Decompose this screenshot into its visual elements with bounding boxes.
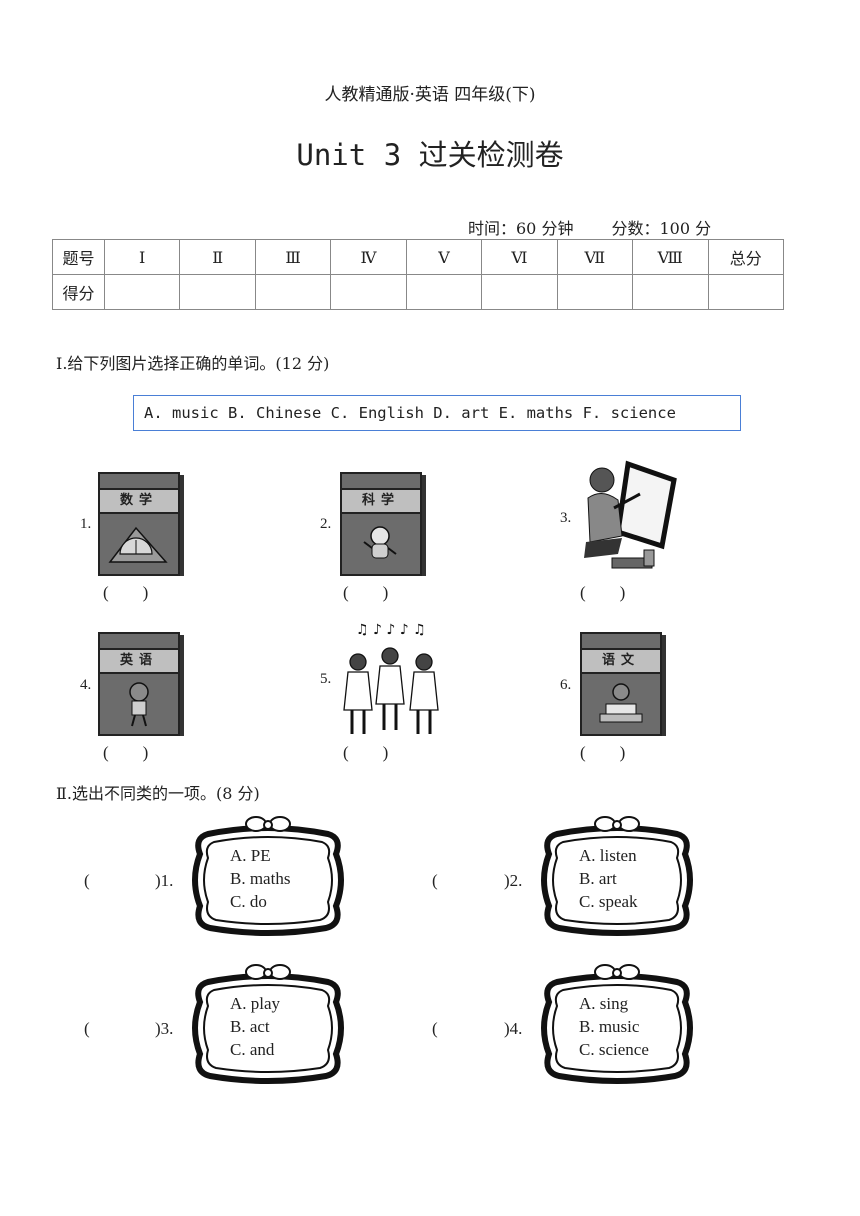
score-table-cell: 题号 bbox=[52, 239, 105, 275]
option-list: A. listen B. art C. speak bbox=[579, 844, 638, 913]
score-table-cell: Ⅶ bbox=[556, 239, 634, 275]
answer-blank[interactable]: ( ) bbox=[103, 743, 149, 762]
singing-girls-icon: ♫ ♪ ♪ ♪ ♫ bbox=[343, 622, 439, 734]
score-table-header-row: 题号 Ⅰ Ⅱ Ⅲ Ⅳ Ⅴ Ⅵ Ⅶ Ⅷ 总分 bbox=[52, 239, 784, 275]
option-list: A. PE B. maths C. do bbox=[230, 844, 290, 913]
option-frame: A. listen B. art C. speak bbox=[535, 814, 699, 944]
option-c: C. speak bbox=[579, 892, 638, 911]
question-number: )1. bbox=[155, 871, 174, 890]
science-book-image: 科学 bbox=[340, 472, 426, 578]
exam-meta: 时间：60 分钟 分数：100 分 bbox=[468, 215, 711, 239]
question-number: )3. bbox=[155, 1019, 174, 1038]
book-label: 英语 bbox=[100, 648, 178, 674]
score-input-cell[interactable] bbox=[481, 274, 558, 310]
option-a: A. play bbox=[230, 994, 281, 1013]
option-list: A. play B. act C. and bbox=[230, 992, 280, 1061]
chinese-book-image: 语文 bbox=[580, 632, 666, 738]
section-2-title: Ⅱ.选出不同类的一项。(8 分) bbox=[56, 784, 260, 803]
section-1-title: Ⅰ.给下列图片选择正确的单词。(12 分) bbox=[56, 354, 330, 373]
svg-text:♫ ♪ ♪ ♪ ♫: ♫ ♪ ♪ ♪ ♫ bbox=[356, 622, 426, 638]
option-c: C. science bbox=[579, 1040, 649, 1059]
score-table-cell: Ⅱ bbox=[179, 239, 256, 275]
option-frame: A. play B. act C. and bbox=[186, 962, 350, 1092]
book-label: 语文 bbox=[582, 648, 660, 674]
score-input-cell[interactable] bbox=[103, 274, 181, 310]
page-subtitle: 人教精通版·英语 四年级(下) bbox=[324, 85, 536, 105]
score-input-cell[interactable] bbox=[330, 274, 407, 310]
time-limit: 时间：60 分钟 bbox=[468, 219, 574, 238]
ornate-frame-icon bbox=[541, 816, 693, 936]
score-table-cell: 得分 bbox=[52, 274, 105, 310]
option-c: C. do bbox=[230, 892, 267, 911]
score-table-cell: Ⅷ bbox=[632, 239, 709, 275]
option-list: A. sing B. music C. science bbox=[579, 992, 649, 1061]
painter-icon bbox=[584, 460, 677, 569]
option-b: B. act bbox=[230, 1017, 270, 1036]
score-input-cell[interactable] bbox=[179, 274, 256, 310]
answer-blank[interactable]: ( ) bbox=[103, 583, 149, 602]
answer-blank[interactable]: ( bbox=[432, 1019, 438, 1038]
score-table-cell: Ⅳ bbox=[330, 239, 407, 275]
boy-icon bbox=[129, 682, 149, 727]
page-title: Unit 3 过关检测卷 bbox=[296, 138, 564, 172]
score-table-cell: Ⅵ bbox=[481, 239, 558, 275]
score-table: 题号 Ⅰ Ⅱ Ⅲ Ⅳ Ⅴ Ⅵ Ⅶ Ⅷ 总分 得分 bbox=[52, 239, 784, 310]
maths-book-image: 数学 bbox=[98, 472, 184, 578]
astronaut-icon bbox=[363, 526, 397, 559]
option-b: B. art bbox=[579, 869, 617, 888]
answer-blank[interactable]: ( ) bbox=[343, 583, 389, 602]
option-b: B. maths bbox=[230, 869, 291, 888]
ornate-frame-icon bbox=[541, 964, 693, 1084]
option-frame: A. PE B. maths C. do bbox=[186, 814, 350, 944]
answer-blank[interactable]: ( ) bbox=[580, 583, 626, 602]
option-a: A. listen bbox=[579, 846, 637, 865]
option-a: A. PE bbox=[230, 846, 271, 865]
score-input-cell[interactable] bbox=[254, 274, 332, 310]
book-label: 数学 bbox=[100, 488, 178, 514]
item-number: 4. bbox=[80, 677, 92, 693]
item-number: 6. bbox=[560, 677, 572, 693]
question-number: )2. bbox=[504, 871, 523, 890]
answer-blank[interactable]: ( ) bbox=[343, 743, 389, 762]
option-c: C. and bbox=[230, 1040, 275, 1059]
book-label: 科学 bbox=[342, 488, 420, 514]
item-number: 3. bbox=[560, 510, 572, 526]
reading-girl-icon bbox=[599, 683, 643, 723]
ornate-frame-icon bbox=[192, 964, 344, 1084]
answer-blank[interactable]: ( bbox=[84, 1019, 90, 1038]
english-book-image: 英语 bbox=[98, 632, 184, 738]
score-input-cell[interactable] bbox=[707, 274, 784, 310]
score-table-cell: 总分 bbox=[707, 239, 784, 275]
option-b: B. music bbox=[579, 1017, 640, 1036]
score-table-cell: Ⅲ bbox=[254, 239, 332, 275]
protractor-icon bbox=[108, 526, 168, 563]
answer-blank[interactable]: ( ) bbox=[580, 743, 626, 762]
item-number: 2. bbox=[320, 516, 332, 532]
word-bank-box: A. music B. Chinese C. English D. art E.… bbox=[133, 395, 741, 431]
option-a: A. sing bbox=[579, 994, 629, 1013]
score-table-cell: Ⅰ bbox=[103, 239, 181, 275]
score-input-cell[interactable] bbox=[632, 274, 709, 310]
score-input-cell[interactable] bbox=[405, 274, 483, 310]
score-table-cell: Ⅴ bbox=[405, 239, 483, 275]
ornate-frame-icon bbox=[192, 816, 344, 936]
answer-blank[interactable]: ( bbox=[432, 871, 438, 890]
item-number: 5. bbox=[320, 671, 332, 687]
answer-blank[interactable]: ( bbox=[84, 871, 90, 890]
score-table-score-row: 得分 bbox=[52, 274, 784, 310]
total-score: 分数：100 分 bbox=[611, 219, 712, 238]
question-number: )4. bbox=[504, 1019, 523, 1038]
score-input-cell[interactable] bbox=[556, 274, 634, 310]
item-number: 1. bbox=[80, 516, 92, 532]
option-frame: A. sing B. music C. science bbox=[535, 962, 699, 1092]
